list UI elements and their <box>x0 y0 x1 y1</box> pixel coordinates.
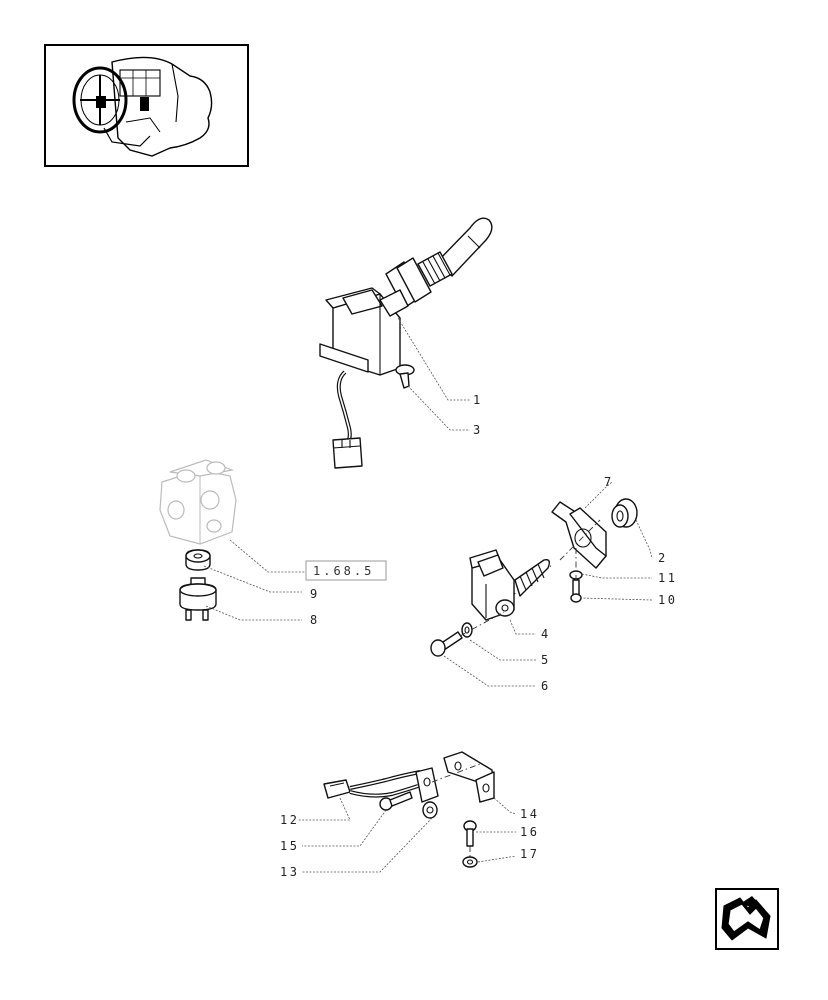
screw-16 <box>463 820 477 847</box>
harness-12 <box>323 767 439 803</box>
pressure-switch-8 <box>179 577 217 621</box>
callout-10: 10 <box>658 593 677 607</box>
callout-2: 2 <box>658 551 668 565</box>
callout-3: 3 <box>473 423 483 437</box>
reference-valve-ghost <box>159 459 237 545</box>
callout-17: 17 <box>520 847 539 861</box>
bracket-7 <box>551 501 607 569</box>
switch-4 <box>469 549 551 621</box>
callout-11: 11 <box>658 571 677 585</box>
callout-14: 14 <box>520 807 539 821</box>
callout-7: 7 <box>604 475 614 489</box>
callout-8: 8 <box>310 613 320 627</box>
leader-lines <box>203 317 653 873</box>
callout-12: 12 <box>280 813 299 827</box>
washer-9 <box>185 549 211 571</box>
screw-10 <box>570 579 582 603</box>
bracket-14 <box>443 751 495 803</box>
screw-15 <box>379 791 413 811</box>
washer-17 <box>462 856 478 868</box>
nut-13 <box>422 801 438 819</box>
bolt-6 <box>430 631 463 657</box>
callout-1: 1 <box>473 393 483 407</box>
callout-13: 13 <box>280 865 299 879</box>
bush-2 <box>611 498 638 528</box>
return-arrow-button[interactable] <box>715 888 779 950</box>
screw-3 <box>395 364 415 389</box>
callout-6: 6 <box>541 679 551 693</box>
callout-16: 16 <box>520 825 539 839</box>
locator-thumbnail <box>44 44 249 167</box>
washer-5 <box>461 622 473 638</box>
callout-5: 5 <box>541 653 551 667</box>
callout-9: 9 <box>310 587 320 601</box>
callout-labels: 1 3 7 2 11 10 9 8 4 5 6 14 12 16 15 17 1… <box>280 393 677 879</box>
reference-box[interactable]: 1.68.5 <box>305 560 387 581</box>
callout-4: 4 <box>541 627 551 641</box>
joystick-control-assembly <box>319 217 493 469</box>
return-arrow-icon <box>721 896 771 941</box>
callout-15: 15 <box>280 839 299 853</box>
tractor-dashboard-location-icon <box>72 56 213 157</box>
reference-box-label[interactable]: 1.68.5 <box>313 564 374 578</box>
